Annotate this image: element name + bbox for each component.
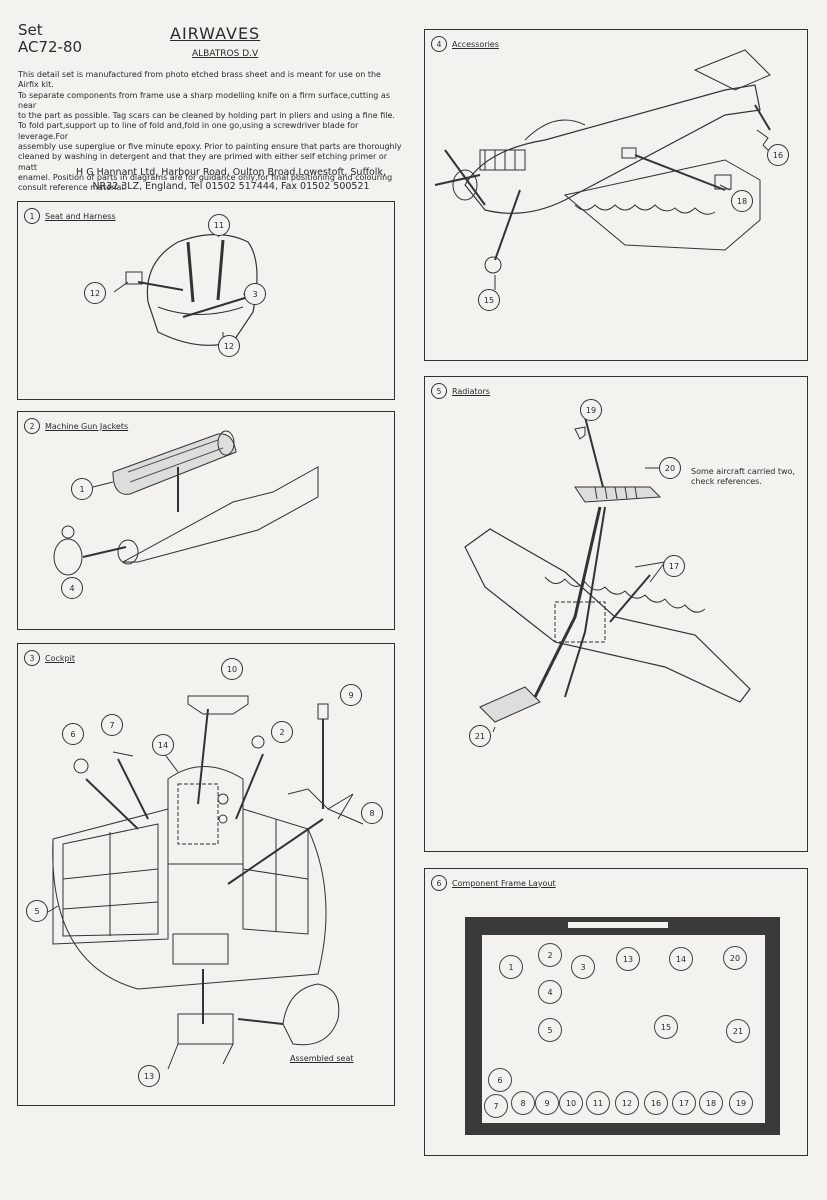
instructions-text: This detail set is manufactured from pho… [18,70,403,194]
callout-part: 11 [208,214,230,236]
callout-part: 17 [663,555,685,577]
panel-heading: 4 Accessories [431,36,499,52]
panel-heading: 6 Component Frame Layout [431,875,556,891]
panel-heading: 5 Radiators [431,383,490,399]
panel-number: 4 [431,36,447,52]
panel-heading: 2 Machine Gun Jackets [24,418,128,434]
panel-title: Machine Gun Jackets [45,421,129,431]
callout-part: 8 [361,802,383,824]
frame-part: 19 [729,1091,753,1115]
frame-part: 10 [559,1091,583,1115]
address-line: H G Hannant Ltd, Harbour Road, Oulton Br… [76,167,386,178]
callout-part: 21 [469,725,491,747]
intro-line: enamel. Position of parts in diagrams ar… [18,172,393,182]
note-line: check references. [691,477,762,486]
intro-line: assembly use superglue or five minute ep… [18,142,402,152]
frame-part: 11 [586,1091,610,1115]
frame-part: 1 [499,955,523,979]
set-code: AC72-80 [18,38,83,56]
frame-part: 15 [654,1015,678,1039]
callout-part: 3 [244,283,266,305]
callout-part: 16 [767,144,789,166]
frame-part: 16 [644,1091,668,1115]
kit-subtitle: ALBATROS D.V [192,49,259,59]
panel-title: Cockpit [45,653,75,663]
panel-title: Seat and Harness [45,211,116,221]
callout-part: 19 [580,399,602,421]
panel-component-frame: 6 Component Frame Layout 1 2 3 13 14 20 … [424,868,808,1156]
set-label: Set AC72-80 [18,22,82,56]
panel-heading: 1 Seat and Harness [24,208,116,224]
callout-part: 4 [61,577,83,599]
callout-part: 15 [478,289,500,311]
panel-number: 1 [24,208,40,224]
panel-number: 5 [431,383,447,399]
callout-part: 12 [218,335,240,357]
callout-part: 2 [271,721,293,743]
panel-accessories: 4 Accessories 16 18 15 [424,29,808,361]
frame-part: 20 [723,946,747,970]
frame-part: 12 [615,1091,639,1115]
frame-part: 9 [535,1091,559,1115]
intro-line: To fold part,support up to line of fold … [18,121,359,141]
frame-part: 4 [538,980,562,1004]
company-address: H G Hannant Ltd, Harbour Road, Oulton Br… [56,166,406,194]
frame-top-slot [568,922,668,928]
assembled-seat-label: Assembled seat [290,1054,354,1063]
frame-part: 7 [484,1094,508,1118]
callout-part: 1 [71,478,93,500]
panel-heading: 3 Cockpit [24,650,75,666]
frame-part: 17 [672,1091,696,1115]
panel-machine-gun-jackets: 2 Machine Gun Jackets 1 4 [17,411,395,630]
intro-line: consult reference material. [18,183,127,193]
panel-title: Component Frame Layout [452,878,556,888]
panel-radiators: 5 Radiators 19 20 17 21 Some aircraft ca… [424,376,808,852]
callout-part: 20 [659,457,681,479]
intro-line: Airfix kit. [18,80,54,90]
note-line: Some aircraft carried two, [691,467,796,476]
panel-number: 2 [24,418,40,434]
panel-number: 6 [431,875,447,891]
frame-part: 3 [571,955,595,979]
set-line1: Set [18,21,43,39]
panel-title: Radiators [452,386,490,396]
frame-part: 13 [616,947,640,971]
frame-part: 21 [726,1019,750,1043]
callout-part: 13 [138,1065,160,1087]
frame-part: 8 [511,1091,535,1115]
callout-part: 10 [221,658,243,680]
callout-part: 6 [62,723,84,745]
cockpit-drawing [47,695,364,1070]
intro-line: This detail set is manufactured from pho… [18,70,381,79]
intro-line: cleaned by washing in detergent and that… [18,152,388,172]
callout-part: 5 [26,900,48,922]
panel-cockpit: 3 Cockpit 10 [17,643,395,1106]
intro-line: To separate components from frame use a … [18,90,390,110]
frame-part: 6 [488,1068,512,1092]
frame-part: 5 [538,1018,562,1042]
panel-number: 3 [24,650,40,666]
brand-title: AIRWAVES [170,24,261,43]
callout-part: 14 [152,734,174,756]
seat-harness-drawing [113,231,258,346]
panel-title: Accessories [452,39,499,49]
aircraft-accessories-drawing [434,49,771,290]
frame-part: 2 [538,943,562,967]
address-line: NR32 3LZ, England, Tel 01502 517444, Fax… [92,181,370,192]
frame-part: 14 [669,947,693,971]
frame-part: 18 [699,1091,723,1115]
callout-part: 7 [101,714,123,736]
callout-part: 12 [84,282,106,304]
panel-seat-harness: 1 Seat and Harness 11 12 3 12 [17,201,395,400]
callout-part: 9 [340,684,362,706]
radiator-wing-drawing [464,416,751,733]
intro-line: to the part as possible. Tag scars can b… [18,111,395,121]
radiator-note: Some aircraft carried two, check referen… [691,467,795,487]
gun-jacket-drawing [53,430,319,580]
callout-part: 18 [731,190,753,212]
